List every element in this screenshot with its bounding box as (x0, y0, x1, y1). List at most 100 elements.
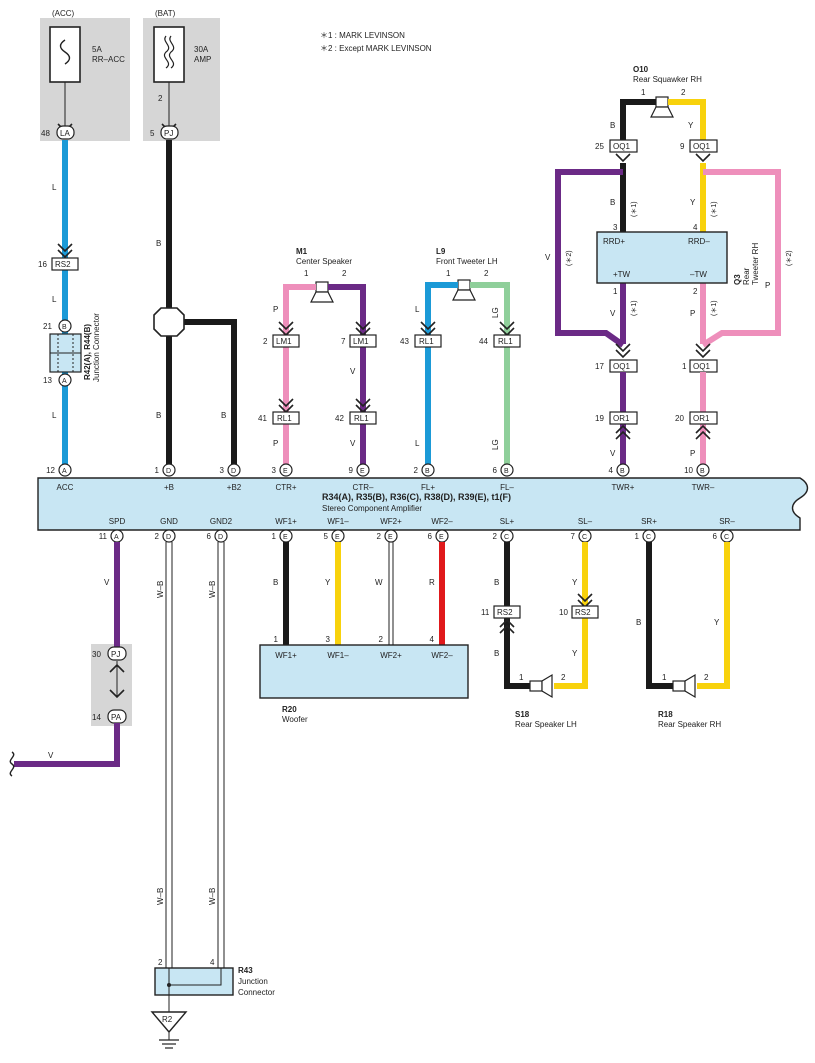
pin-letter: B (425, 468, 430, 475)
q3-tw-plus: +TW (613, 270, 631, 279)
r20-name: Woofer (282, 715, 308, 724)
svg-text:25: 25 (595, 142, 604, 151)
svg-text:43: 43 (400, 337, 409, 346)
m1-name: Center Speaker (296, 257, 352, 266)
oq1-connector-9: OQ1 9 (680, 139, 718, 163)
svg-text:4: 4 (210, 958, 215, 967)
pin-label: WF1– (327, 517, 349, 526)
bat-supply-label: (BAT) (155, 9, 176, 18)
rear-speaker-lh-icon (529, 673, 553, 699)
svg-text:11: 11 (481, 608, 490, 617)
pin-circle (356, 463, 370, 477)
pin-circle (162, 529, 176, 543)
amp-subtitle: Stereo Component Amplifier (322, 504, 422, 513)
svg-text:19: 19 (595, 414, 604, 423)
pin-letter: E (283, 534, 288, 541)
wire-label: P (765, 281, 770, 290)
svg-text:OQ1: OQ1 (613, 362, 630, 371)
pin-label: FL– (500, 483, 514, 492)
q3-name2: Tweeter RH (751, 243, 760, 285)
pin-label: SR– (719, 517, 735, 526)
pin-number: 12 (46, 466, 55, 475)
wire-label: (＊2) (786, 250, 793, 266)
pin-letter: D (218, 534, 223, 541)
pin-label: ACC (57, 483, 74, 492)
pin-number: 2 (379, 635, 384, 644)
rs2-connector-10: RS2 10 (559, 593, 599, 619)
pin-letter: C (646, 534, 651, 541)
rl1-connector-41: RL1 41 (258, 398, 300, 425)
pin-number: 6 (493, 466, 498, 475)
wire-label: (＊1) (631, 300, 638, 316)
pin-label: WF2+ (380, 651, 402, 660)
pin-label: WF2– (431, 517, 453, 526)
rear-tweeter-box (596, 231, 728, 284)
pin-letter: E (335, 534, 340, 541)
svg-text:RL1: RL1 (419, 337, 434, 346)
svg-text:A: A (62, 378, 67, 385)
pin-circle (616, 463, 630, 477)
svg-text:RS2: RS2 (55, 260, 71, 269)
ground-icon (159, 1032, 179, 1049)
wire-label: L (415, 305, 420, 314)
rl1-connector-44: RL1 44 (479, 321, 521, 348)
pin-letter: E (283, 468, 288, 475)
svg-text:2: 2 (484, 269, 489, 278)
pin-label: CTR+ (275, 483, 296, 492)
wire-label: L (52, 183, 57, 192)
pin-number: 9 (349, 466, 354, 475)
pin-number: 3 (326, 635, 331, 644)
pin-circle (384, 529, 398, 543)
acc-connector-la: LA 48 (41, 123, 75, 140)
pin-number: 2 (414, 466, 419, 475)
bat-fuse-pin: 2 (158, 94, 163, 103)
sl-wire-y (554, 542, 588, 689)
pin-number: 2 (155, 532, 160, 541)
pin-label: +B2 (227, 483, 242, 492)
acc-supply-label: (ACC) (52, 9, 75, 18)
wire-label: W–B (208, 581, 217, 598)
wire-label: W–B (156, 581, 165, 598)
acc-rs2-connector: RS2 16 (38, 243, 79, 271)
ground-point-r2 (150, 1011, 188, 1034)
l9-id: L9 (436, 247, 446, 256)
wire-label: Y (690, 198, 696, 207)
svg-text:2: 2 (263, 337, 268, 346)
pin-letter: D (166, 534, 171, 541)
pin-letter: A (62, 468, 67, 475)
wire-label: V (48, 751, 54, 760)
pin-letter: D (231, 468, 236, 475)
oq1-connector-17: OQ1 17 (595, 343, 638, 373)
wire-label: V (610, 449, 616, 458)
r43-id: R43 (238, 966, 253, 975)
pin-letter: E (388, 534, 393, 541)
s18-id: S18 (515, 710, 530, 719)
svg-text:13: 13 (43, 376, 52, 385)
pin-number: 4 (430, 635, 435, 644)
svg-text:PJ: PJ (164, 129, 173, 138)
rl1-connector-42: RL1 42 (335, 398, 377, 425)
r20-id: R20 (282, 705, 297, 714)
pin-number: 10 (684, 466, 693, 475)
svg-text:RL1: RL1 (277, 414, 292, 423)
wire-label: (＊1) (711, 300, 718, 316)
center-speaker-icon (310, 281, 334, 303)
fl-wire-l (425, 282, 458, 470)
svg-text:B: B (62, 324, 67, 331)
pin-number: 1 (155, 466, 160, 475)
pin-label: WF1+ (275, 651, 297, 660)
svg-text:14: 14 (92, 713, 101, 722)
amp-bottom-pin: WF1+E1 (272, 517, 297, 543)
note-1: ＊1 : MARK LEVINSON (320, 31, 405, 40)
wire-label: L (52, 411, 57, 420)
ctr-wire-v (328, 284, 366, 470)
wire-label: B (156, 239, 161, 248)
wire-label: Y (688, 121, 694, 130)
pin-number: 1 (272, 532, 277, 541)
pin-label: WF2– (431, 651, 453, 660)
sq-wire-b (620, 99, 656, 142)
